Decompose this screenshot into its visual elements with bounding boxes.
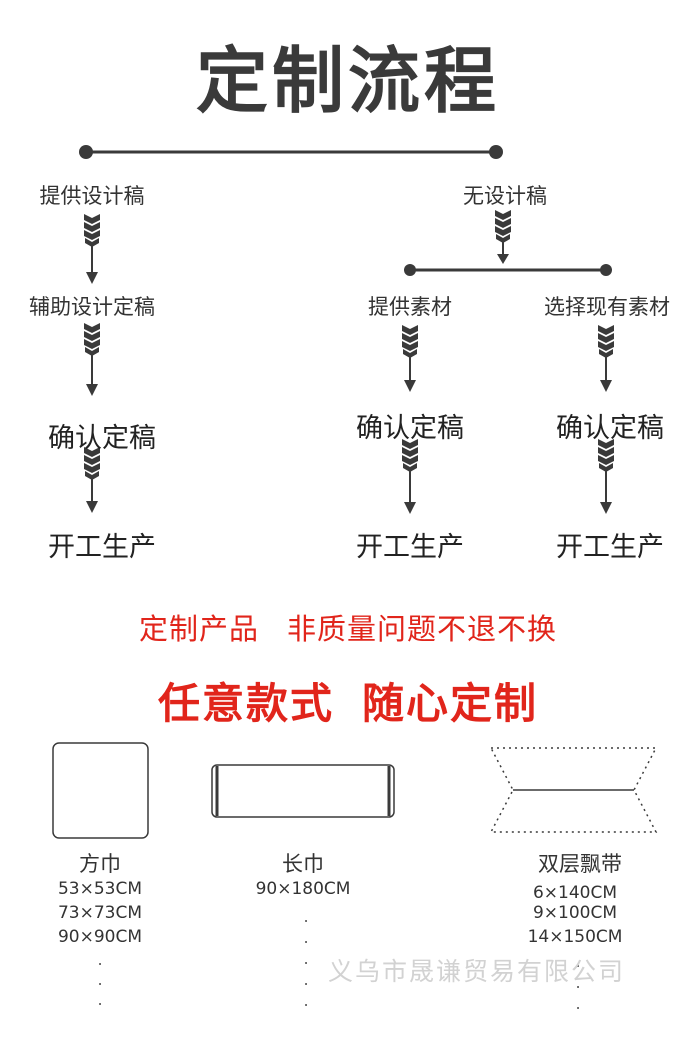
right-node-dot [489,145,503,159]
node-right-b-produce: 开工生产 [556,532,664,563]
arrow-left-2 [84,323,100,396]
arrow-right-b-2 [598,439,614,514]
page-title: 定制流程 [195,39,500,123]
branch-left-dot [404,264,416,276]
notice-part1: 定制产品 [138,612,259,646]
notice-part2: 非质量问题不退不换 [287,612,558,646]
more-dot: . [97,990,103,1009]
product-name-long: 长巾 [282,852,324,876]
arrow-right-a-1 [402,325,418,392]
size-square-1: 53×53CM [57,879,143,899]
more-dot: . [575,973,581,992]
arrow-right-root [495,210,511,264]
node-provide-design: 提供设计稿 [39,184,145,208]
size-ribbon-2: 9×100CM [532,903,618,923]
more-dot: . [303,907,309,926]
more-dot: . [303,949,309,968]
size-square-2: 73×73CM [57,903,143,923]
product-name-square: 方巾 [79,852,121,876]
arrow-left-1 [84,214,100,284]
size-ribbon-3: 14×150CM [527,927,623,947]
double-ribbon-shape [489,747,658,833]
slogan-part1: 任意款式 [157,679,334,728]
size-square-3: 90×90CM [57,927,143,947]
node-right-a-confirm: 确认定稿 [356,413,464,444]
node-right-a-produce: 开工生产 [356,532,464,563]
arrow-right-a-2 [402,439,418,514]
product-name-ribbon: 双层飘带 [538,852,622,876]
long-scarf-shape [211,764,395,818]
node-choose-material: 选择现有素材 [544,295,670,319]
company-watermark: 义乌市晟谦贸易有限公司 [328,957,626,986]
size-ribbon-1: 6×140CM [532,883,618,903]
node-no-design: 无设计稿 [463,184,547,208]
branch-right-dot [600,264,612,276]
node-provide-material: 提供素材 [368,295,452,319]
node-right-b-confirm: 确认定稿 [556,413,664,444]
return-policy-notice: 定制产品非质量问题不退不换 [0,606,696,648]
slogan-part2: 随心定制 [362,679,539,728]
more-dot: . [575,994,581,1013]
node-assist-design: 辅助设计定稿 [29,295,155,319]
more-dot: . [97,970,103,989]
left-node-dot [79,145,93,159]
square-scarf-shape [52,742,149,839]
more-dot: . [575,952,581,971]
customization-slogan: 任意款式随心定制 [0,670,696,731]
arrow-left-3 [84,447,100,513]
more-dot: . [303,970,309,989]
more-dot: . [303,928,309,947]
more-dot: . [97,950,103,969]
node-left-produce: 开工生产 [48,532,156,563]
size-long-1: 90×180CM [255,879,351,899]
more-dot: . [303,991,309,1010]
arrow-right-b-1 [598,325,614,392]
node-left-confirm: 确认定稿 [48,423,156,454]
